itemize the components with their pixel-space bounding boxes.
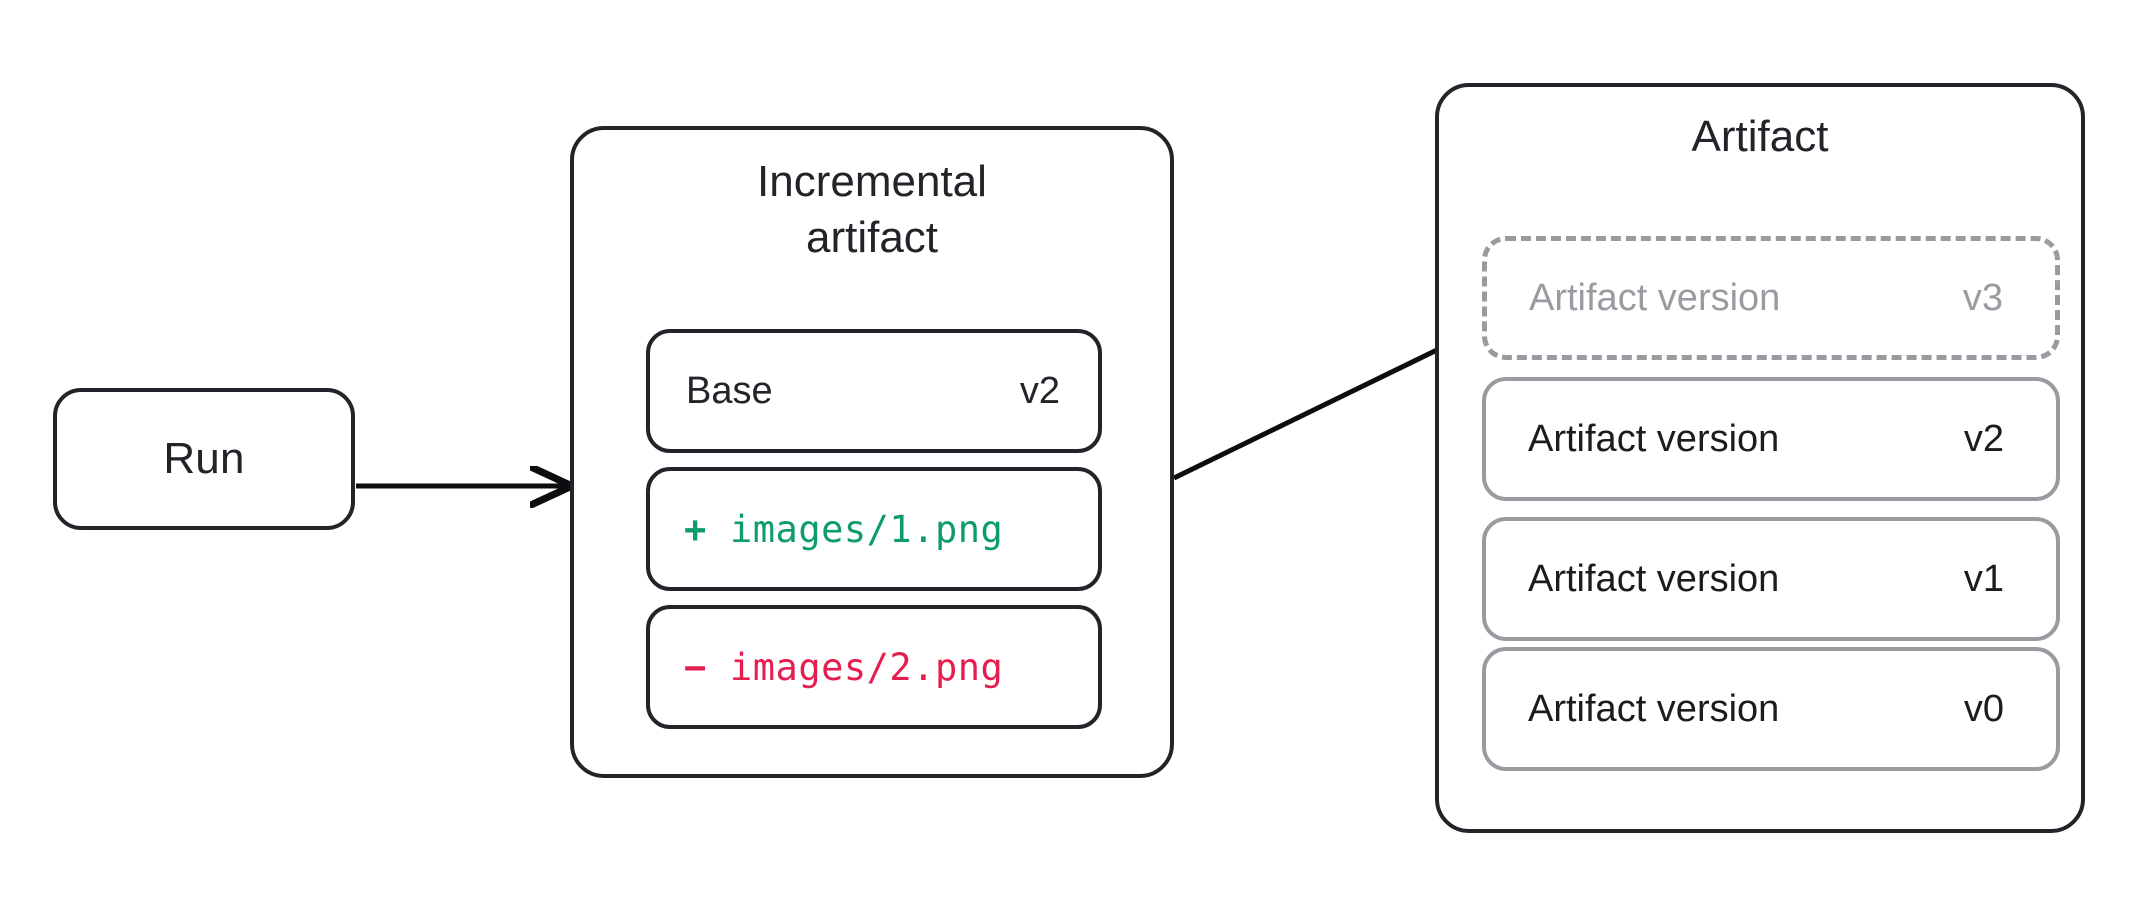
artifact-version-row-v2[interactable]: Artifact version v2	[1482, 377, 2060, 501]
run-label: Run	[163, 434, 245, 483]
run-node[interactable]: Run	[53, 388, 355, 530]
incremental-row-base-version: v2	[1019, 369, 1060, 412]
incremental-artifact-title: Incremental artifact	[574, 154, 1170, 266]
artifact-node[interactable]: Artifact Artifact version v3 Artifact ve…	[1435, 83, 2085, 833]
artifact-version-row-v1-tag: v1	[1963, 557, 2004, 600]
incremental-row-removed-text: −images/2.png	[684, 646, 1003, 689]
artifact-version-row-v3-tag: v3	[1962, 276, 2003, 319]
incremental-row-removed-path: images/2.png	[730, 645, 1004, 689]
incremental-row-added-text: + images/1.png	[684, 508, 1003, 551]
artifact-version-row-v0-name: Artifact version	[1528, 687, 1780, 730]
incremental-row-removed-file[interactable]: −images/2.png	[646, 605, 1102, 729]
artifact-title: Artifact	[1691, 112, 1829, 161]
incremental-row-base-name: Base	[686, 369, 773, 412]
artifact-version-row-v2-tag: v2	[1963, 417, 2004, 460]
incremental-artifact-title-line1: Incremental	[757, 157, 987, 206]
artifact-version-row-v3[interactable]: Artifact version v3	[1482, 236, 2060, 360]
incremental-artifact-title-line2: artifact	[805, 213, 939, 262]
minus-icon: −	[684, 645, 707, 689]
artifact-version-row-v1-name: Artifact version	[1528, 557, 1780, 600]
artifact-version-row-v2-name: Artifact version	[1528, 417, 1780, 460]
incremental-row-base[interactable]: Base v2	[646, 329, 1102, 453]
artifact-version-row-v3-name: Artifact version	[1529, 276, 1781, 319]
artifact-version-row-v1[interactable]: Artifact version v1	[1482, 517, 2060, 641]
incremental-artifact-node[interactable]: Incremental artifact Base v2 + images/1.p…	[570, 126, 1174, 778]
incremental-row-added-path: images/1.png	[730, 507, 1004, 551]
arrow-incremental-to-artifact	[1172, 330, 1478, 481]
incremental-row-added-file[interactable]: + images/1.png	[646, 467, 1102, 591]
plus-icon: +	[684, 507, 707, 551]
artifact-version-row-v0-tag: v0	[1963, 687, 2004, 730]
artifact-version-row-v0[interactable]: Artifact version v0	[1482, 647, 2060, 771]
